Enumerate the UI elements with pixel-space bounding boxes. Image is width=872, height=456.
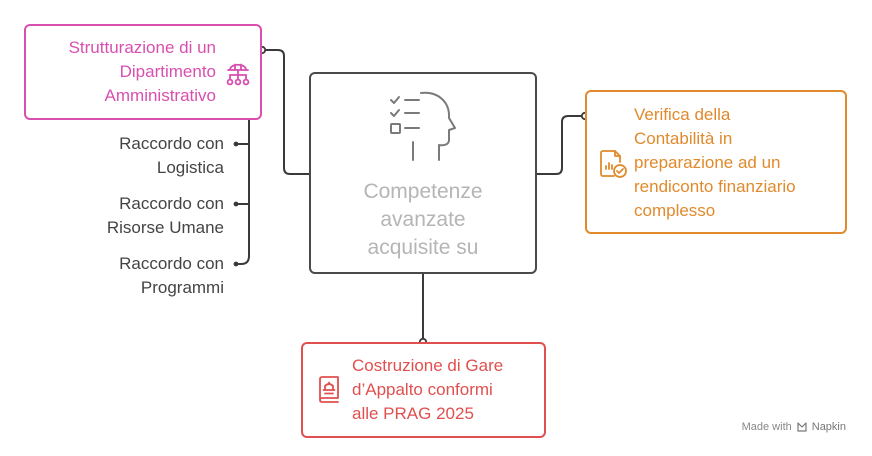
verifica-line: rendiconto finanziario	[634, 177, 796, 196]
hierarchy-network-icon	[226, 63, 250, 86]
verifica-node: Verifica della Contabilità in preparazio…	[585, 90, 847, 234]
report-check-icon	[600, 150, 627, 178]
sub-item-programmi: Raccordo con Programmi	[4, 252, 224, 300]
center-label-line: acquisite su	[367, 236, 479, 259]
sub-item-line: Raccordo con	[119, 254, 224, 273]
verifica-line: complesso	[634, 201, 716, 220]
center-label: Competenze avanzate acquisite su	[311, 178, 535, 262]
department-title-line: Dipartimento	[119, 62, 216, 81]
center-label-line: avanzate	[380, 208, 466, 231]
gare-node: Costruzione di Gare d’Appalto conformi a…	[301, 342, 546, 438]
verifica-line: Contabilità in	[634, 129, 733, 148]
checklist-head-icon	[390, 91, 456, 161]
watermark-prefix: Made with	[741, 421, 792, 433]
gare-line: d’Appalto conformi	[352, 380, 493, 399]
sub-item-line: Programmi	[140, 278, 224, 297]
sub-item-line: Raccordo con	[119, 134, 224, 153]
sub-item-logistica: Raccordo con Logistica	[4, 132, 224, 180]
department-node: Strutturazione di un Dipartimento Ammini…	[24, 24, 262, 120]
sub-item-line: Raccordo con	[119, 194, 224, 213]
connector-center-verifica	[537, 115, 585, 175]
center-node: Competenze avanzate acquisite su	[309, 72, 537, 274]
napkin-watermark: Made with Napkin	[742, 421, 846, 433]
department-title-line: Strutturazione di un	[68, 38, 216, 57]
center-label-line: Competenze	[363, 180, 483, 203]
connector-department-center	[262, 49, 309, 175]
connector-dot	[233, 201, 239, 207]
verifica-line: preparazione ad un	[634, 153, 781, 172]
napkin-logo-icon	[797, 422, 807, 432]
department-title-line: Amministrativo	[104, 86, 216, 105]
watermark-brand: Napkin	[811, 421, 846, 433]
rulebook-icon	[319, 376, 339, 403]
verifica-line: Verifica della	[634, 105, 731, 124]
gare-line: Costruzione di Gare	[352, 356, 504, 375]
department-title: Strutturazione di un Dipartimento Ammini…	[38, 36, 216, 108]
sub-item-line: Logistica	[156, 158, 224, 177]
connector-dot	[233, 261, 239, 267]
connector-sub-branch	[236, 120, 250, 265]
verifica-text: Verifica della Contabilità in preparazio…	[634, 103, 844, 223]
connector-dot	[233, 141, 239, 147]
gare-line: alle PRAG 2025	[352, 404, 474, 423]
gare-text: Costruzione di Gare d’Appalto conformi a…	[352, 354, 544, 426]
sub-item-line: Risorse Umane	[106, 218, 224, 237]
sub-item-risorse-umane: Raccordo con Risorse Umane	[4, 192, 224, 240]
